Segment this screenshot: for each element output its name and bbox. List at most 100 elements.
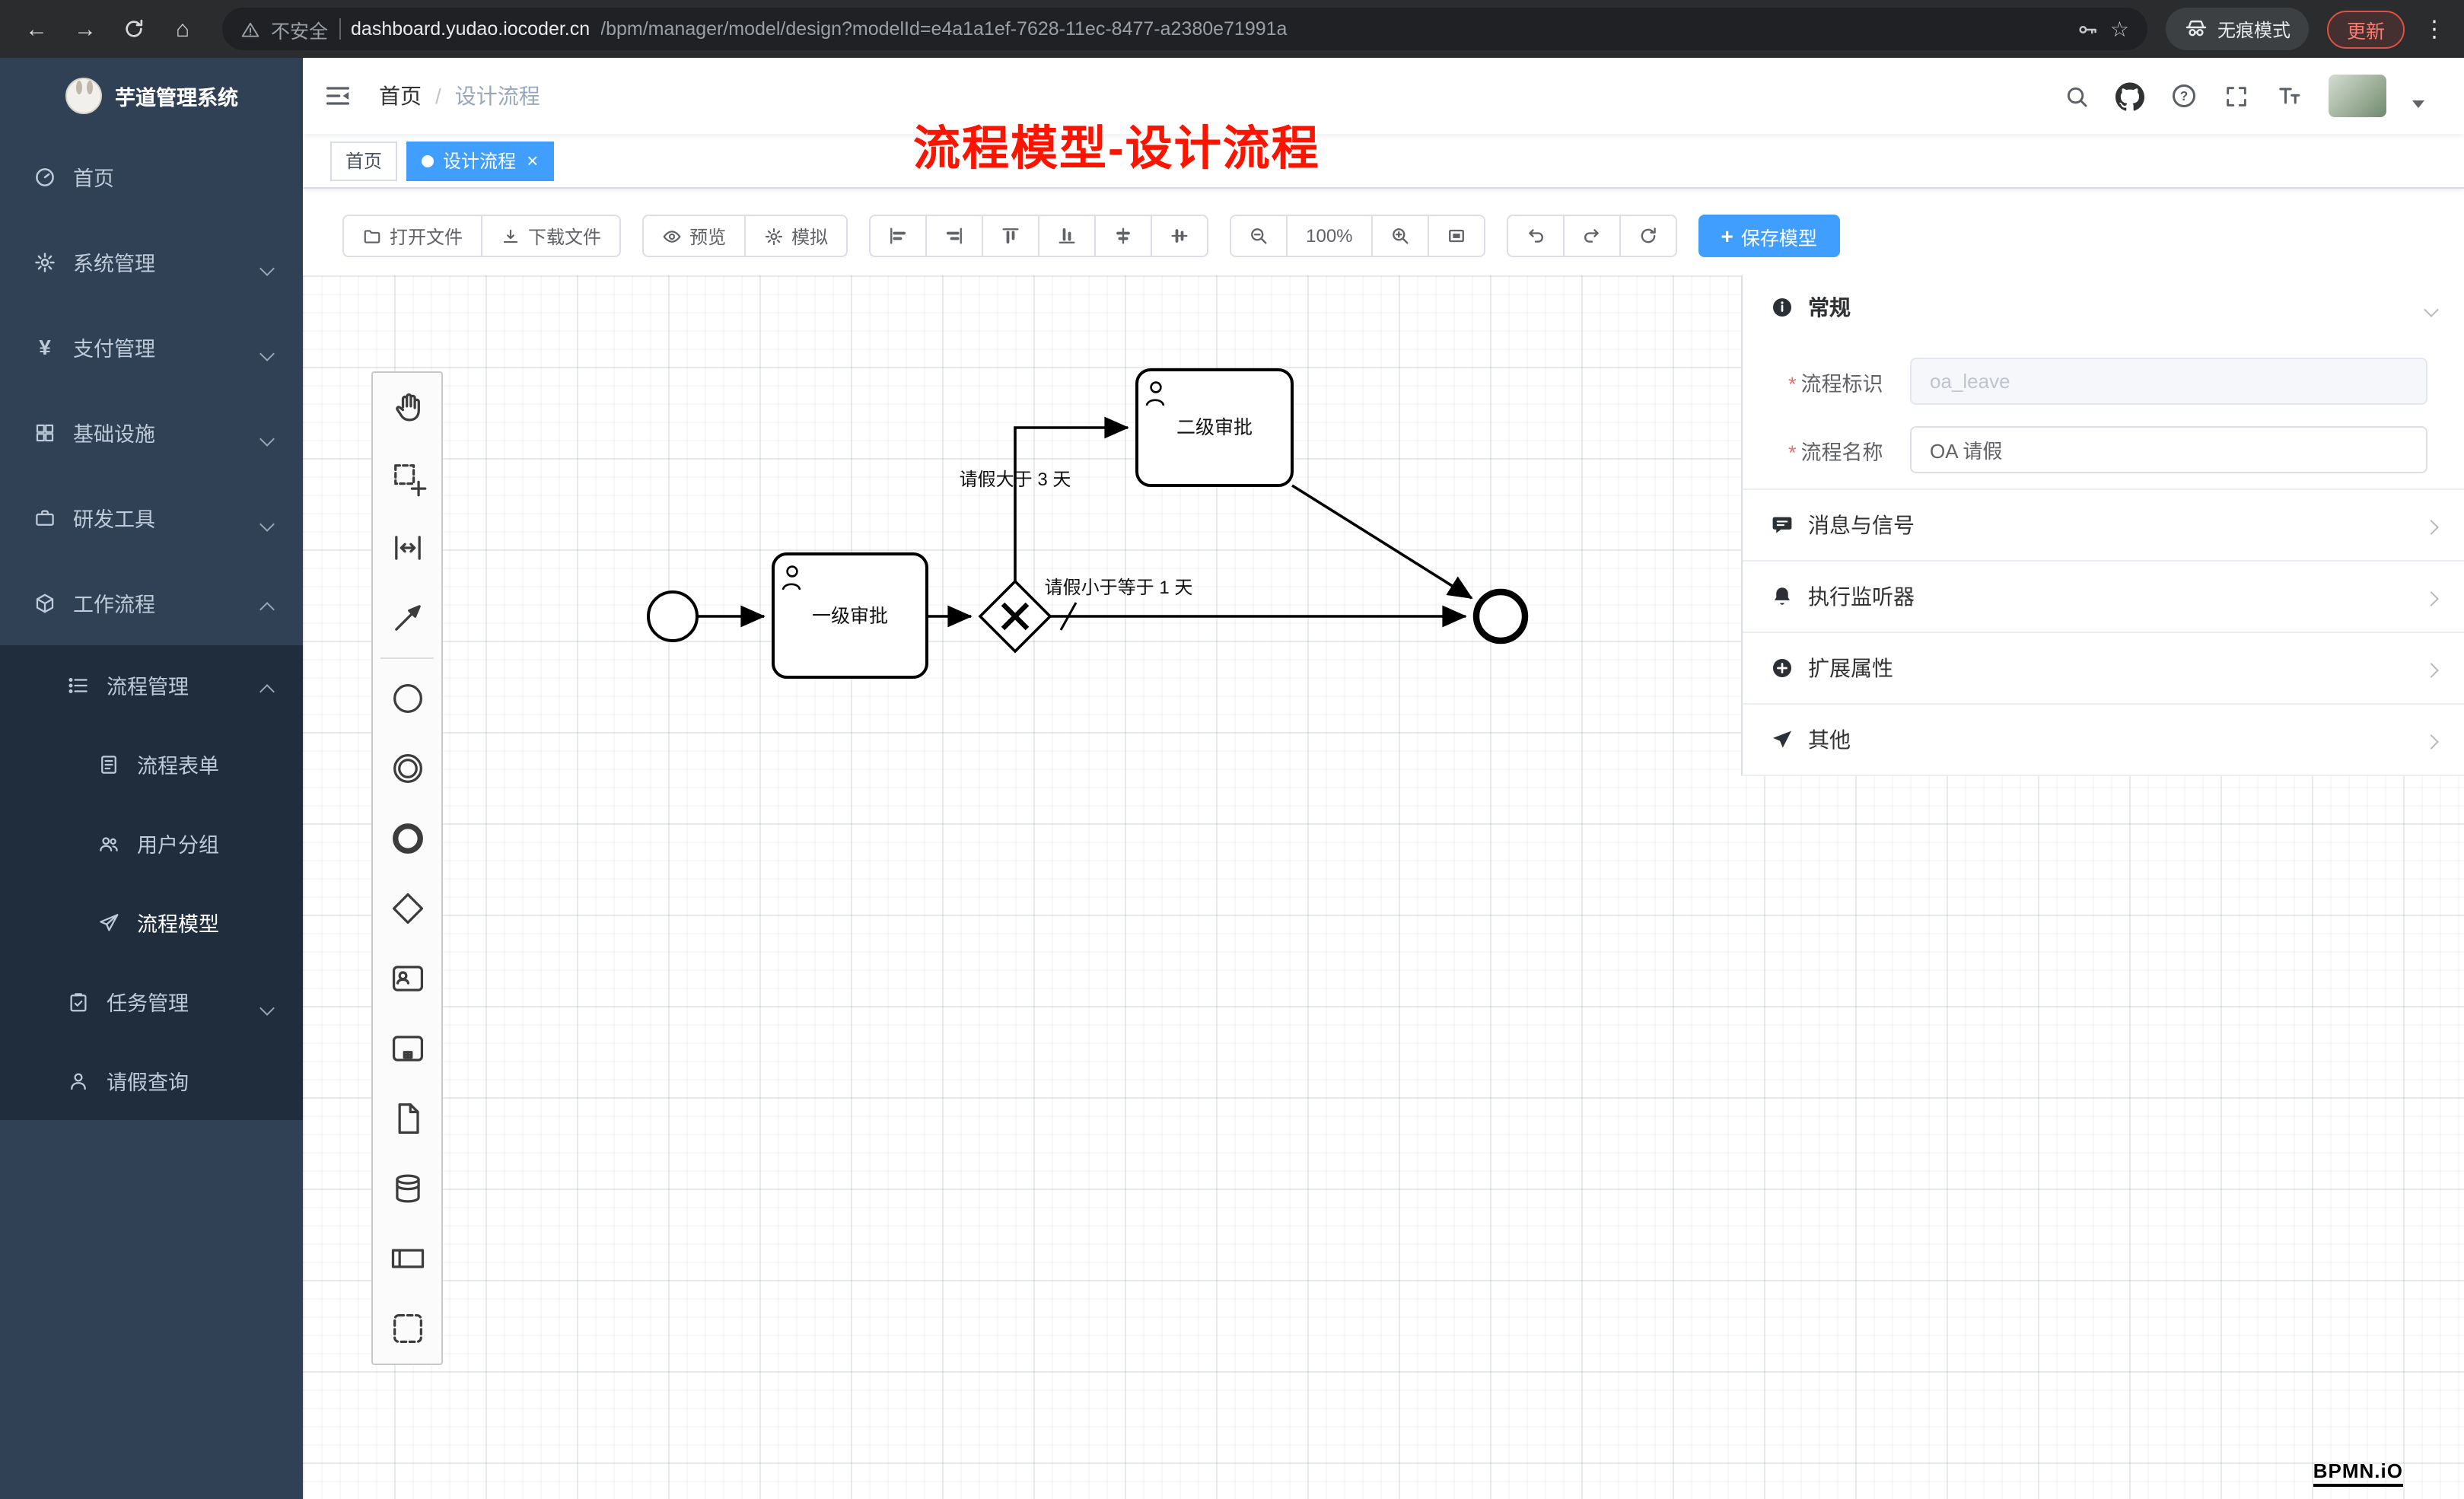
flow-gateway-to-task2[interactable]: [1014, 416, 1129, 581]
flow-label-gt3[interactable]: 请假大于 3 天: [960, 469, 1071, 490]
hamburger-icon[interactable]: [323, 81, 353, 111]
bpmn-diagram: 一级审批: [647, 368, 1529, 679]
chevron-down-icon[interactable]: [2424, 295, 2439, 320]
general-form: *流程标识 *流程名称: [1743, 339, 2464, 489]
exclusive-gateway-shape[interactable]: [978, 579, 1052, 654]
section-other[interactable]: 其他: [1743, 703, 2464, 775]
users-icon: [100, 836, 118, 851]
sidebar-item-devtools[interactable]: 研发工具: [0, 475, 303, 560]
sidebar-item-leave-query[interactable]: 请假查询: [0, 1041, 303, 1120]
process-key-field: *流程标识: [1788, 358, 2464, 405]
align-left-button[interactable]: [869, 215, 928, 257]
create-participant[interactable]: [373, 1224, 441, 1294]
sidebar-item-process-management[interactable]: 流程管理: [0, 645, 303, 724]
task1-shape[interactable]: 一级审批: [772, 552, 928, 679]
search-icon[interactable]: [2064, 83, 2090, 109]
breadcrumb-current: 设计流程: [454, 84, 540, 108]
create-user-task[interactable]: [373, 944, 441, 1014]
open-file-button[interactable]: 打开文件: [342, 215, 483, 257]
fit-viewport-icon: [1448, 229, 1464, 243]
align-center-h-button[interactable]: [1094, 215, 1153, 257]
sidebar-item-process-form[interactable]: 流程表单: [0, 724, 303, 804]
close-icon[interactable]: ×: [527, 149, 539, 172]
star-icon[interactable]: ☆: [2109, 16, 2129, 40]
address-bar[interactable]: 不安全 dashboard.yudao.iocoder.cn /bpm/mana…: [222, 8, 2147, 50]
breadcrumb-home[interactable]: 首页: [379, 84, 422, 108]
section-general[interactable]: 常规: [1743, 275, 2464, 339]
create-subprocess[interactable]: [373, 1014, 441, 1084]
caret-down-icon[interactable]: [2412, 100, 2424, 107]
process-name-input[interactable]: [1910, 426, 2427, 473]
zoom-in-button[interactable]: [1370, 215, 1429, 257]
download-file-button[interactable]: 下载文件: [481, 215, 622, 257]
help-icon[interactable]: ?: [2170, 82, 2198, 110]
section-message-signal[interactable]: 消息与信号: [1743, 489, 2464, 560]
align-right-button[interactable]: [925, 215, 984, 257]
flow-task2-to-end[interactable]: [1291, 484, 1473, 600]
github-icon[interactable]: [2115, 81, 2144, 110]
start-event-shape[interactable]: [647, 590, 699, 642]
task2-label: 二级审批: [1176, 417, 1253, 438]
refresh-button[interactable]: [1619, 215, 1677, 257]
update-button[interactable]: 更新: [2326, 10, 2405, 48]
home-icon[interactable]: ⌂: [175, 16, 190, 42]
tab-design-process[interactable]: 设计流程 ×: [406, 141, 554, 180]
zoom-in-icon: [1392, 228, 1409, 244]
task2-shape[interactable]: 二级审批: [1135, 368, 1294, 487]
create-data-object[interactable]: [373, 1084, 441, 1154]
create-start-event[interactable]: [373, 664, 441, 734]
section-extended-attributes[interactable]: 扩展属性: [1743, 632, 2464, 703]
bpmn-io-logo[interactable]: BPMN.iO: [2313, 1459, 2403, 1487]
create-intermediate-event[interactable]: [373, 734, 441, 804]
zoom-out-button[interactable]: [1230, 215, 1288, 257]
undo-button[interactable]: [1506, 215, 1565, 257]
space-tool[interactable]: [373, 513, 441, 583]
create-group[interactable]: [373, 1294, 441, 1364]
sequence-flows[interactable]: [697, 416, 1473, 631]
global-connect-tool[interactable]: [373, 583, 441, 653]
lasso-tool[interactable]: [373, 443, 441, 513]
align-center-v-icon: [1171, 229, 1188, 243]
sidebar-item-user-group[interactable]: 用户分组: [0, 804, 303, 883]
save-model-button[interactable]: + 保存模型: [1698, 215, 1840, 257]
preview-button[interactable]: 预览: [642, 215, 747, 257]
create-gateway[interactable]: [373, 874, 441, 944]
forward-icon[interactable]: →: [74, 16, 97, 42]
annotation-text: 流程模型-设计流程: [913, 122, 1320, 175]
sidebar-item-payment[interactable]: ¥ 支付管理: [0, 304, 303, 390]
zoom-reset-button[interactable]: [1427, 215, 1485, 257]
redo-button[interactable]: [1562, 215, 1621, 257]
bpmn-canvas[interactable]: 一级审批: [303, 275, 2464, 1499]
hand-tool[interactable]: [373, 373, 441, 443]
create-data-store[interactable]: [373, 1154, 441, 1224]
align-bottom-button[interactable]: [1038, 215, 1097, 257]
sidebar-item-home[interactable]: 首页: [0, 134, 303, 219]
end-event-shape[interactable]: [1472, 588, 1529, 644]
tab-home[interactable]: 首页: [330, 141, 398, 180]
sidebar-item-task-management[interactable]: 任务管理: [0, 962, 303, 1041]
sidebar-item-infrastructure[interactable]: 基础设施: [0, 390, 303, 475]
font-size-icon[interactable]: [2275, 82, 2303, 110]
chevron-right-icon: [2424, 513, 2439, 537]
key-icon[interactable]: [2077, 18, 2099, 40]
avatar[interactable]: [2329, 75, 2386, 117]
intermediate-event-icon: [393, 754, 422, 783]
sidebar-item-process-model[interactable]: 流程模型: [0, 883, 303, 962]
simulate-button[interactable]: 模拟: [744, 215, 848, 257]
sidebar-item-workflow[interactable]: 工作流程: [0, 560, 303, 645]
sidebar-item-system[interactable]: 系统管理: [0, 219, 303, 304]
logo-image: [65, 78, 101, 114]
refresh-icon: [1641, 228, 1656, 243]
reload-icon[interactable]: [113, 8, 155, 50]
align-top-button[interactable]: [982, 215, 1040, 257]
align-center-v-button[interactable]: [1151, 215, 1209, 257]
user-task-icon: [391, 966, 423, 991]
kebab-menu-icon[interactable]: ⋮: [2423, 17, 2446, 43]
create-end-event[interactable]: [373, 804, 441, 874]
fullscreen-icon[interactable]: [2224, 83, 2249, 109]
chevron-down-icon: [259, 426, 275, 449]
section-execution-listener[interactable]: 执行监听器: [1743, 560, 2464, 632]
chevron-right-icon: [2424, 584, 2439, 609]
back-icon[interactable]: ←: [25, 16, 48, 42]
flow-label-le1[interactable]: 请假小于等于 1 天: [1045, 578, 1193, 598]
